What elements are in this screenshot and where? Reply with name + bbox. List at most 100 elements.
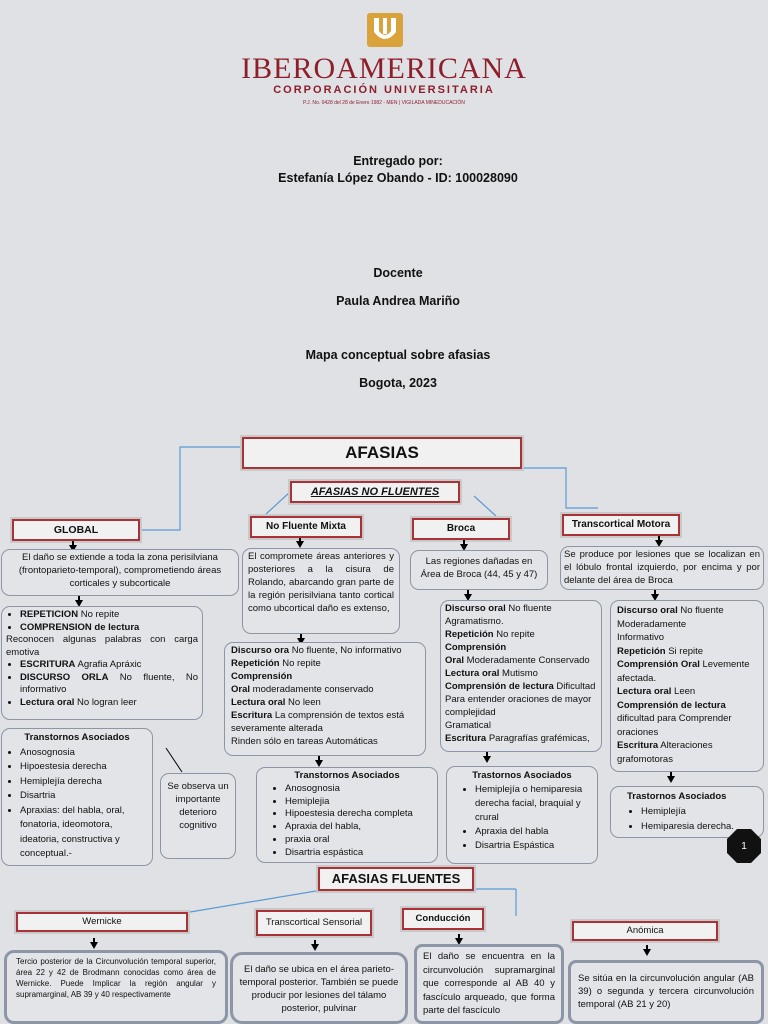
mixta-line: Comprensión [231, 671, 293, 682]
global-feature-5: Lectura oral No logran leer [20, 697, 198, 710]
fluentes-title: AFASIAS FLUENTES [318, 867, 474, 891]
global-assoc-item: Hipoestesia derecha [20, 760, 148, 775]
broca-line: Para entender oraciones de mayor complej… [445, 694, 592, 718]
anomica-header: Anómica [572, 921, 718, 941]
arrow-stem [486, 752, 488, 757]
mixta-description: El compromete áreas anteriores y posteri… [242, 548, 400, 634]
student-name: Estefanía López Obando - ID: 100028090 [278, 171, 518, 185]
global-assoc-title: Transtornos Asociados [24, 732, 130, 743]
arrow-stem [318, 756, 320, 761]
broca-header: Broca [412, 518, 510, 540]
arrow-stem [467, 590, 469, 595]
motora-line: Comprensión Oral Levemente afectada. [617, 659, 750, 684]
teacher-name: Paula Andrea Mariño [336, 294, 460, 308]
motora-assoc-item: Hemiplejía [641, 804, 759, 819]
arrow-down-icon [667, 776, 675, 783]
arrow-down-icon [464, 594, 472, 601]
global-feature-3: ESCRITURA Agrafia Apráxic [20, 659, 198, 672]
arrow-down-icon [643, 949, 651, 956]
global-assoc-item: Anosognosia [20, 746, 148, 761]
mixta-assoc-item: Hipoestesia derecha completa [285, 808, 433, 821]
mixta-header: No Fluente Mixta [250, 516, 362, 538]
arrow-stem [93, 938, 95, 943]
city-year: Bogota, 2023 [359, 376, 437, 390]
wernicke-header: Wernicke [16, 912, 188, 932]
motora-line: Lectura oral Leen [617, 686, 696, 697]
arrow-stem [646, 945, 648, 950]
motora-header: Transcortical Motora [562, 514, 680, 536]
wernicke-description: Tercio posterior de la Circunvolución te… [4, 950, 228, 1024]
broca-line: Agramatismo. [445, 616, 504, 627]
arrow-down-icon [651, 594, 659, 601]
motora-line: dificultad para Comprender oraciones [617, 713, 732, 738]
arrow-down-icon [90, 942, 98, 949]
motora-line: Discurso oral No fluente [617, 605, 724, 616]
document-subject: Mapa conceptual sobre afasias [305, 348, 491, 362]
page-number: 1 [741, 841, 747, 852]
brand-subtitle: CORPORACIÓN UNIVERSITARIA [273, 84, 495, 96]
mixta-line: Discurso ora No fluente, No informativo [231, 645, 402, 656]
broca-assoc-item: Disartria Espástica [475, 839, 593, 853]
motora-assoc-item: Hemiparesia derecha. [641, 819, 759, 834]
arrow-stem [654, 590, 656, 595]
conduccion-description: El daño se encuentra en la circunvolució… [414, 944, 564, 1024]
arrow-down-icon [296, 541, 304, 548]
arrow-stem [670, 772, 672, 777]
global-description: El daño se extiende a toda la zona peris… [1, 549, 239, 596]
mixta-assoc-item: praxia oral [285, 834, 433, 847]
arrow-stem [72, 541, 74, 547]
broca-line: Comprensión de lectura Dificultad [445, 681, 596, 692]
broca-assoc-title: Trastornos Asociados [472, 770, 572, 781]
mixta-assoc-item: Anosognosia [285, 783, 433, 796]
mixta-features: Discurso ora No fluente, No informativo … [224, 642, 426, 756]
broca-features: Discurso oral No fluente Agramatismo. Re… [440, 600, 602, 752]
mixta-line: Repetición No repite [231, 658, 321, 669]
arrow-down-icon [69, 545, 77, 552]
motora-line: Informativo [617, 632, 664, 643]
broca-line: Oral Moderadamente Conservado [445, 655, 590, 666]
mixta-assoc-item: Hemiplejia [285, 796, 433, 809]
motora-line: Moderadamente [617, 618, 687, 630]
university-logo-icon [367, 13, 403, 47]
motora-description: Se produce por lesiones que se localizan… [560, 546, 764, 590]
arrow-stem [314, 940, 316, 945]
sensorial-header: Transcortical Sensorial [256, 910, 372, 936]
mixta-line: Oral moderadamente conservado [231, 684, 374, 695]
broca-line: Lectura oral Mutismo [445, 668, 538, 679]
motora-line: Comprensión de lectura [617, 699, 726, 711]
broca-associated-disorders: Trastornos Asociados Hemiplejía o hemipa… [446, 766, 598, 864]
mixta-assoc-item: Disartria espástica [285, 847, 433, 860]
global-reconocen: Reconocen algunas palabras con carga emo… [6, 634, 198, 658]
brand-legal-text: P.J. No. 0428 del 28 de Enero 1982 - MEN… [303, 100, 465, 106]
arrow-down-icon [483, 756, 491, 763]
arrow-down-icon [460, 544, 468, 551]
arrow-stem [78, 596, 80, 601]
broca-description: Las regiones dañadas en Área de Broca (4… [410, 550, 548, 590]
global-associated-disorders: Transtornos Asociados Anosognosia Hipoes… [1, 728, 153, 866]
arrow-down-icon [315, 760, 323, 767]
global-assoc-item: Disartria [20, 789, 148, 804]
teacher-label: Docente [373, 266, 423, 280]
broca-line: Gramatical [445, 720, 491, 731]
global-feature-2: COMPRENSION de lectura [20, 622, 198, 635]
mixta-line: Lectura oral No leen [231, 697, 321, 708]
broca-line: Escritura Paragrafías grafémicas, [445, 733, 590, 744]
global-feature-4: DISCURSO ORLA No fluente, No informativo [20, 672, 198, 697]
global-assoc-item: Hemiplejía derecha [20, 775, 148, 790]
arrow-stem [300, 634, 302, 639]
arrow-down-icon [455, 938, 463, 945]
mixta-line: Rinden sólo en tareas Automáticas [231, 736, 378, 747]
global-header: GLOBAL [12, 519, 140, 541]
global-assoc-item: Apraxias: del habla, oral, fonatoria, id… [20, 804, 148, 862]
arrow-down-icon [75, 600, 83, 607]
page-number-badge: 1 [727, 829, 761, 863]
motora-associated-disorders: Trastornos Asociados Hemiplejía Hemipare… [610, 786, 764, 838]
motora-line: Repetición Si repite [617, 645, 704, 657]
global-cognitive-note: Se observa un importante deterioro cogni… [160, 773, 236, 859]
delivered-label: Entregado por: [353, 154, 443, 168]
global-features: REPETICION No repite COMPRENSION de lect… [1, 606, 203, 720]
arrow-stem [458, 934, 460, 939]
sensorial-description: El daño se ubica en el área parieto-temp… [230, 952, 408, 1024]
motora-assoc-title: Trastornos Asociados [627, 791, 727, 802]
broca-assoc-item: Hemiplejía o hemiparesia derecha facial,… [475, 783, 593, 825]
